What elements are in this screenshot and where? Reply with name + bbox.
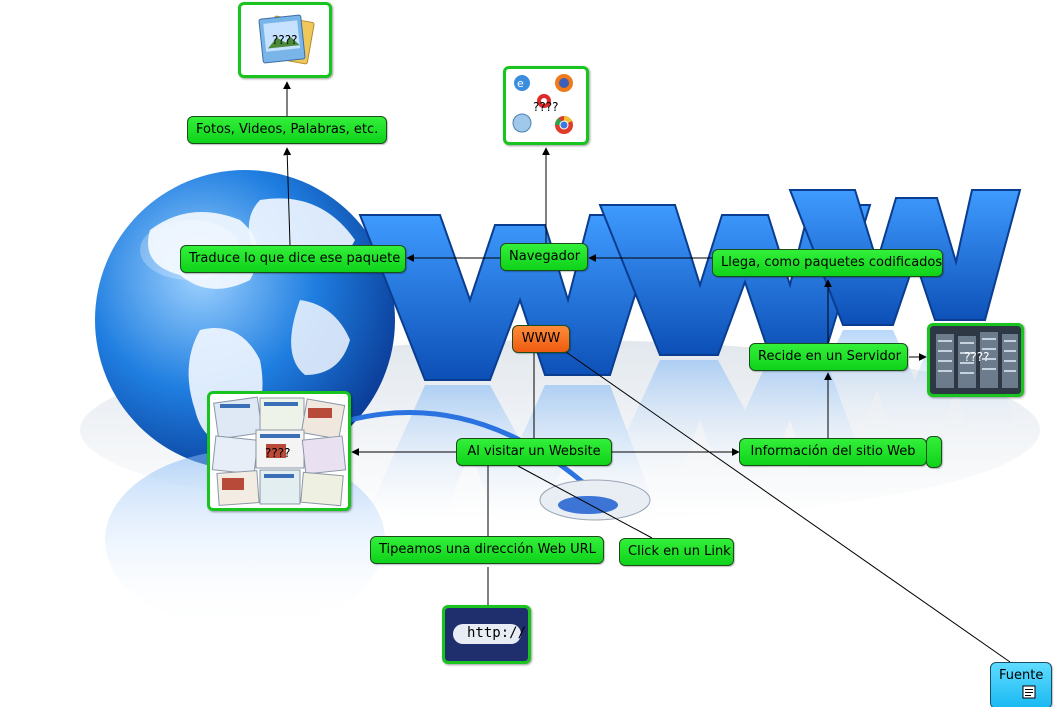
node-www[interactable]: WWW bbox=[512, 325, 570, 353]
websites-image: ???? bbox=[207, 391, 351, 511]
document-icon[interactable] bbox=[1022, 685, 1036, 699]
svg-text:e: e bbox=[517, 77, 524, 90]
http-label: http:// bbox=[467, 625, 527, 641]
browser-logos-icon: e bbox=[512, 74, 573, 134]
photos-icon bbox=[258, 14, 315, 65]
website-screenshots-icon bbox=[211, 396, 347, 507]
node-tipeamos-url[interactable]: Tipeamos una dirección Web URL bbox=[370, 536, 604, 564]
http-image: http:// bbox=[442, 605, 531, 664]
server-rack-icon bbox=[930, 326, 1021, 394]
node-click-link[interactable]: Click en un Link bbox=[619, 538, 734, 566]
http-bar-icon bbox=[445, 608, 528, 661]
node-navegador[interactable]: Navegador bbox=[500, 243, 588, 271]
browsers-question-label: ???? bbox=[533, 100, 559, 114]
node-informacion-sitio-web[interactable]: Información del sitio Web bbox=[739, 438, 927, 466]
node-informacion-extra-tab bbox=[926, 436, 942, 468]
servers-question-label: ???? bbox=[964, 350, 990, 364]
node-al-visitar-website[interactable]: Al visitar un Website bbox=[456, 438, 612, 466]
photos-image: ???? bbox=[238, 2, 332, 78]
node-recide-servidor[interactable]: Recide en un Servidor bbox=[749, 343, 908, 371]
browsers-image: e ???? bbox=[503, 66, 589, 145]
node-fuente[interactable]: Fuente bbox=[990, 662, 1052, 707]
line-www-to-fuente bbox=[565, 351, 1011, 663]
line-visitar-to-click bbox=[517, 465, 653, 539]
node-llega-paquetes[interactable]: Llega, como paquetes codificados bbox=[712, 249, 943, 277]
node-traduce-paquete[interactable]: Traduce lo que dice ese paquete bbox=[180, 245, 406, 273]
websites-question-label: ???? bbox=[265, 446, 291, 460]
line-traduce-to-fotos bbox=[283, 147, 292, 246]
servers-image: ???? bbox=[927, 323, 1024, 397]
node-fotos-videos-palabras[interactable]: Fotos, Videos, Palabras, etc. bbox=[187, 116, 387, 144]
photos-question-label: ???? bbox=[272, 33, 298, 47]
fuente-label: Fuente bbox=[999, 668, 1044, 683]
